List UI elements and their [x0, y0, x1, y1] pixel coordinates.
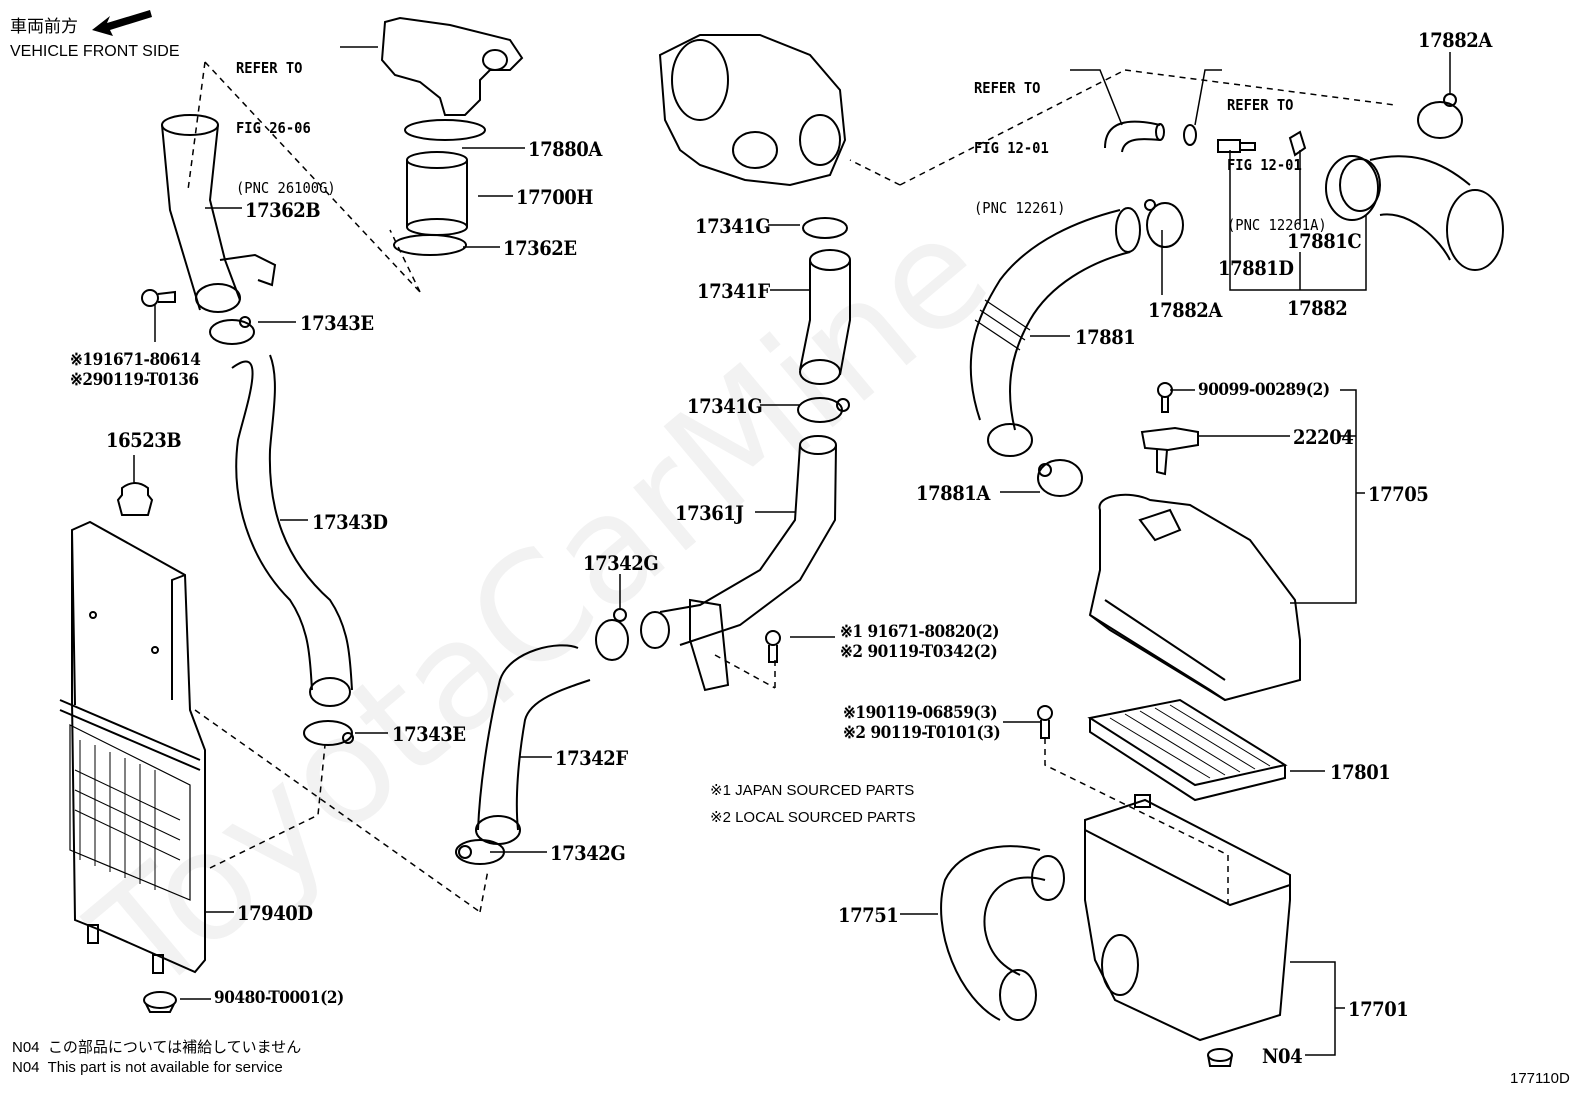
front-direction-arrow-icon [92, 10, 152, 36]
leader-lines [133, 46, 1451, 1056]
grommet-90480-drawing [143, 991, 177, 1013]
intercooler-17940D-drawing [59, 520, 206, 974]
clamp-17342G-bottom-drawing [455, 839, 505, 865]
air-cleaner-cap-17705-drawing [1088, 493, 1301, 702]
part-label-17705[interactable]: 17705 [1368, 482, 1429, 506]
part-label-17881[interactable]: 17881 [1075, 325, 1136, 349]
part-label-17343D[interactable]: 17343D [312, 510, 388, 534]
clamp-12261A-drawing [1183, 124, 1197, 146]
air-filter-17801-drawing [1087, 698, 1288, 802]
part-label-17701[interactable]: 17701 [1348, 997, 1409, 1021]
bolt-callout-right[interactable]: ※190119-06859(3) ※2 90119-T0101(3) [843, 703, 1001, 743]
part-label-17880A[interactable]: 17880A [528, 137, 602, 161]
reference-fig-12-01-a[interactable]: REFER TO FIG 12-01 (PNC 12261) [974, 38, 1065, 258]
hose-17341F-drawing [799, 249, 851, 385]
footnote-jp: N04 この部品については補給していません [12, 1039, 302, 1056]
figure-id: 177110D [1510, 1070, 1570, 1087]
part-label-17342F[interactable]: 17342F [555, 746, 628, 770]
bolt-callout-local: ※2 90119-T0342(2) [840, 642, 998, 662]
part-label-17882A-mid[interactable]: 17882A [1148, 298, 1222, 322]
bolt-left-drawing [141, 289, 176, 307]
reference-line2: FIG 12-01 [974, 139, 1049, 157]
bolt-callout-local: ※290119-T0136 [70, 370, 199, 390]
bolt-callout-local: ※2 90119-T0101(3) [843, 723, 1001, 743]
pipe-17361J-drawing [640, 435, 837, 692]
reference-line2: FIG 12-01 [1227, 156, 1302, 174]
part-label-17362B[interactable]: 17362B [245, 198, 321, 222]
direction-label-jp: 車両前方 [10, 17, 78, 36]
bolt-callout-left[interactable]: ※191671-80614 ※290119-T0136 [70, 350, 201, 390]
reference-line3: (PNC 12261A) [1227, 216, 1327, 234]
bolt-callout-japan: ※191671-80614 [70, 350, 201, 370]
hose-17882-drawing [1325, 155, 1504, 271]
part-label-17801[interactable]: 17801 [1330, 760, 1391, 784]
bolt-90099-drawing [1157, 382, 1173, 413]
legend-japan-sourced: ※1 JAPAN SOURCED PARTS [710, 782, 915, 799]
part-label-17341G-top[interactable]: 17341G [695, 214, 771, 238]
part-label-17882A-top[interactable]: 17882A [1418, 28, 1492, 52]
part-label-17881C[interactable]: 17881C [1287, 229, 1362, 253]
bolt-callout-japan: ※1 91671-80820(2) [840, 622, 1000, 642]
clamp-17343E-bottom-drawing [303, 720, 354, 746]
part-label-90099-00289[interactable]: 90099-00289(2) [1198, 380, 1330, 400]
hose-17343D-drawing [231, 354, 353, 707]
clamp-17882A-mid-drawing [1144, 199, 1184, 248]
reference-line1: REFER TO [1227, 96, 1294, 114]
part-label-90480-T0001[interactable]: 90480-T0001(2) [214, 988, 344, 1008]
legend-local-sourced: ※2 LOCAL SOURCED PARTS [710, 809, 916, 826]
hose-17342F-drawing [475, 644, 591, 845]
clamp-17881C-drawing [1288, 130, 1307, 157]
bolt-middle-drawing [765, 630, 781, 663]
clamp-17881A-drawing [1037, 459, 1083, 497]
turbocharger-drawing [658, 34, 847, 187]
clamp-17342G-top-drawing [595, 608, 629, 661]
part-label-17342G-top[interactable]: 17342G [583, 551, 659, 575]
hose-17751-drawing [940, 845, 1065, 1021]
reference-line1: REFER TO [974, 79, 1041, 97]
clamp-17341G-bottom-drawing [797, 397, 850, 423]
part-label-17362E[interactable]: 17362E [503, 236, 577, 260]
hose-17362B-drawing [161, 114, 277, 313]
clamp-17343E-top-drawing [209, 316, 255, 345]
bolt-callout-middle[interactable]: ※1 91671-80820(2) ※2 90119-T0342(2) [840, 622, 1000, 662]
part-label-17881D[interactable]: 17881D [1218, 256, 1294, 280]
part-label-17343E-bottom[interactable]: 17343E [392, 722, 466, 746]
part-label-17343E-top[interactable]: 17343E [300, 311, 374, 335]
part-label-17341G-bottom[interactable]: 17341G [687, 394, 763, 418]
reference-fig-12-01-b[interactable]: REFER TO FIG 12-01 (PNC 12261A) [1227, 55, 1327, 275]
bolt-callout-japan: ※190119-06859(3) [843, 703, 998, 723]
part-label-17341F[interactable]: 17341F [697, 279, 770, 303]
part-label-17700H[interactable]: 17700H [516, 185, 593, 209]
reference-line2: FIG 26-06 [236, 119, 311, 137]
part-label-N04[interactable]: N04 [1262, 1044, 1303, 1068]
clamp-17341G-top-drawing [802, 217, 848, 239]
part-label-17940D[interactable]: 17940D [237, 901, 313, 925]
cap-16523B-drawing [116, 482, 154, 516]
clamp-17882A-top-drawing [1417, 93, 1463, 139]
direction-label-en: VEHICLE FRONT SIDE [10, 43, 180, 60]
part-label-17882[interactable]: 17882 [1287, 296, 1348, 320]
sensor-22204-drawing [1140, 426, 1199, 476]
assembly-dashed-lines [187, 61, 1396, 913]
part-label-17342G-bottom[interactable]: 17342G [550, 841, 626, 865]
part-label-17881A[interactable]: 17881A [916, 481, 990, 505]
throttle-body-drawing [380, 16, 524, 256]
reference-line1: REFER TO [236, 59, 303, 77]
footnote-en: N04 This part is not available for servi… [12, 1059, 283, 1076]
bolt-right-drawing [1037, 705, 1053, 739]
connector-17881D-drawing [1217, 139, 1256, 153]
air-cleaner-case-17701-drawing [1084, 794, 1291, 1042]
n04-part-drawing [1207, 1048, 1233, 1067]
part-label-17751[interactable]: 17751 [838, 903, 899, 927]
reference-line3: (PNC 12261) [974, 199, 1066, 217]
part-label-17361J[interactable]: 17361J [675, 501, 744, 525]
part-label-16523B[interactable]: 16523B [106, 428, 182, 452]
hose-17881-drawing [969, 207, 1141, 457]
hose-12261-drawing [1104, 120, 1165, 153]
part-label-22204[interactable]: 22204 [1293, 425, 1354, 449]
reference-line3: (PNC 26100G) [236, 179, 336, 197]
reference-fig-26-06[interactable]: REFER TO FIG 26-06 (PNC 26100G) [236, 18, 336, 238]
